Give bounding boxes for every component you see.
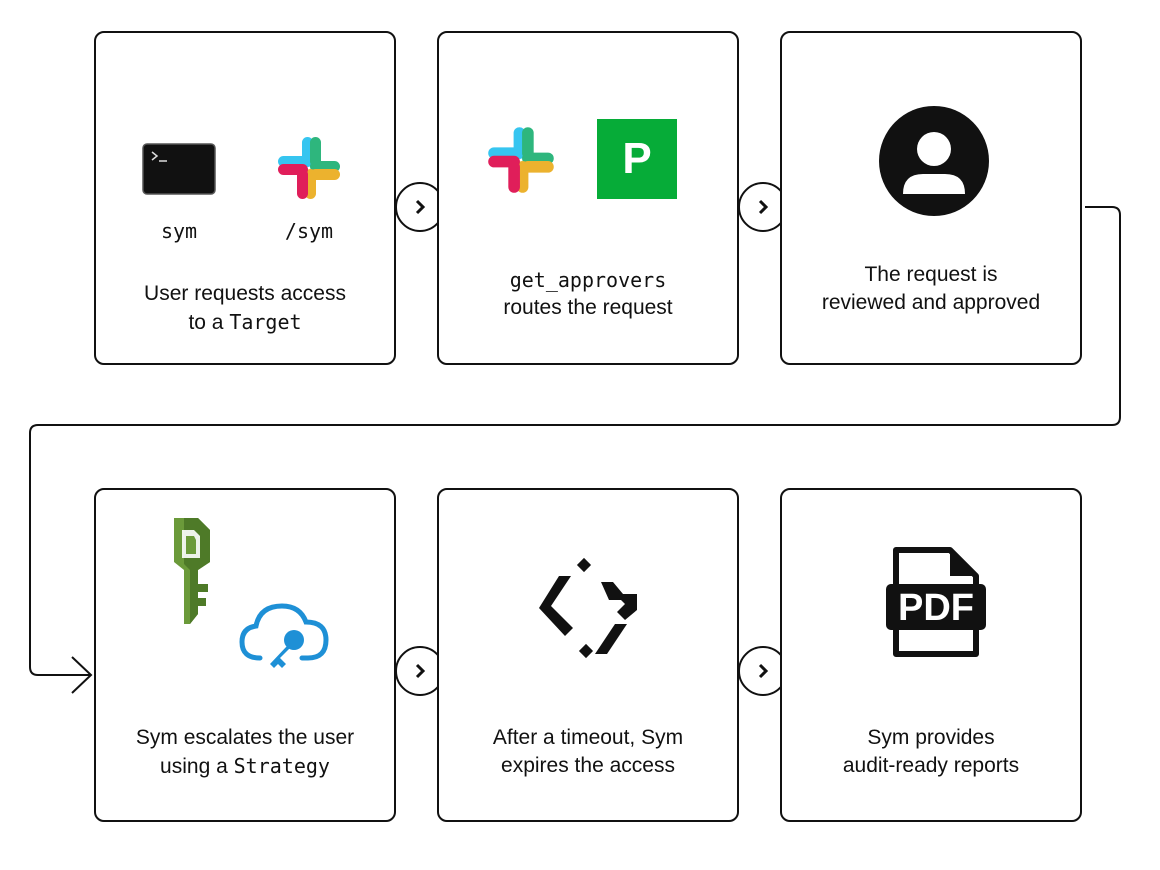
chevron-right-icon <box>758 663 769 679</box>
caption-line: Sym provides <box>867 726 995 749</box>
chevron-right-icon <box>415 199 426 215</box>
step-caption: User requests access to a Target <box>96 280 394 337</box>
pagerduty-icon: P <box>597 119 677 199</box>
step-caption: After a timeout, Sym expires the access <box>439 724 737 780</box>
caption-line: After a timeout, Sym <box>492 726 684 749</box>
step-card-reports: PDF Sym provides audit-ready reports <box>780 488 1082 822</box>
step-card-escalation: Sym escalates the user using a Strategy <box>94 488 396 822</box>
slack-icon <box>278 137 340 199</box>
terminal-command-label: sym <box>160 219 198 243</box>
caption-line: to a Target <box>96 308 394 337</box>
step-card-request: sym /sym User requests access to a Targe… <box>94 31 396 365</box>
next-step-chevron <box>738 182 788 232</box>
terminal-icon <box>142 143 216 195</box>
step-caption: Sym escalates the user using a Strategy <box>96 724 394 781</box>
pdf-label: PDF <box>898 587 974 629</box>
step-caption: The request is reviewed and approved <box>782 261 1080 317</box>
pdf-document-icon: PDF <box>886 546 986 658</box>
user-avatar-icon <box>879 106 989 216</box>
caption-line: The request is <box>864 263 998 286</box>
caption-line: Sym escalates the user <box>135 726 355 749</box>
step-caption: Sym provides audit-ready reports <box>782 724 1080 780</box>
caption-line: reviewed and approved <box>821 291 1041 314</box>
step-caption: get_approvers routes the request <box>439 266 737 322</box>
slack-command-label: /sym <box>284 219 334 243</box>
caption-line: routes the request <box>503 296 673 319</box>
caption-line: audit-ready reports <box>842 754 1020 777</box>
caption-line: expires the access <box>501 754 675 777</box>
step-card-approval: The request is reviewed and approved <box>780 31 1082 365</box>
slack-icon <box>488 127 554 193</box>
azure-key-vault-icon <box>239 603 329 668</box>
caption-code: Strategy <box>233 754 330 778</box>
caption-code: Target <box>229 310 302 334</box>
caption-text: to a <box>188 311 230 334</box>
chevron-right-icon <box>415 663 426 679</box>
caption-line: using a Strategy <box>96 752 394 781</box>
next-step-chevron <box>738 646 788 696</box>
chevron-right-icon <box>758 199 769 215</box>
caption-code: get_approvers <box>509 268 667 292</box>
step-card-routing: P get_approvers routes the request <box>437 31 739 365</box>
caption-text: using a <box>160 755 234 778</box>
step-card-expiry: After a timeout, Sym expires the access <box>437 488 739 822</box>
pagerduty-letter: P <box>622 134 652 183</box>
sym-logo-icon <box>539 557 637 659</box>
aws-kms-key-icon <box>174 518 210 624</box>
caption-line: User requests access <box>144 282 346 305</box>
